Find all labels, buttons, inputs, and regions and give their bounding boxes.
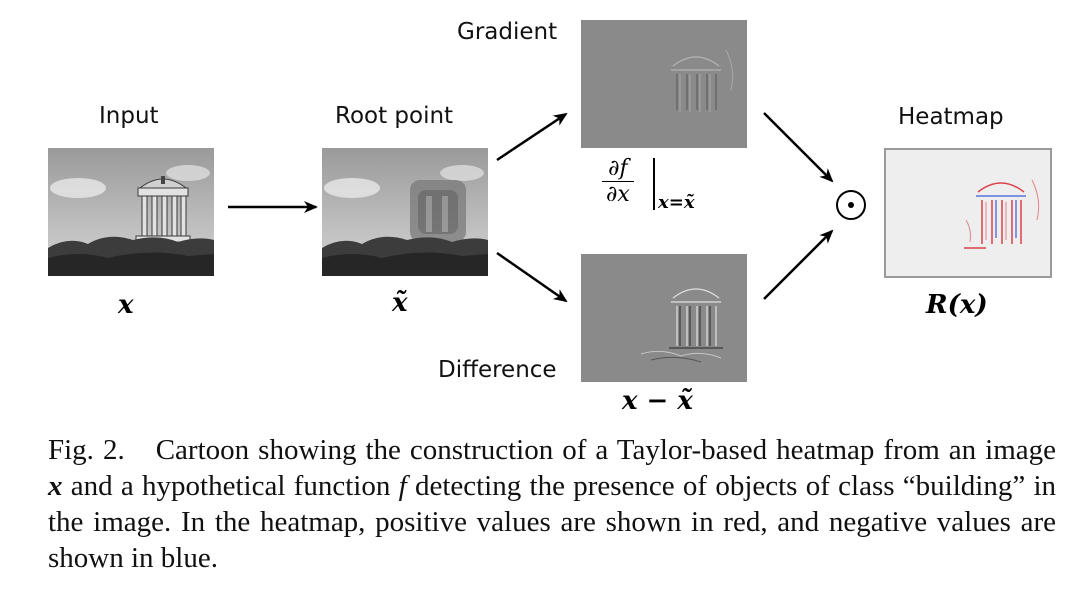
caption-symbol-f: f [398, 470, 407, 502]
arrow-gradient-to-product [763, 112, 834, 183]
figure-caption: Fig. 2. Cartoon showing the construction… [48, 432, 1056, 576]
input-symbol: x [118, 290, 134, 320]
heatmap-label: Heatmap [898, 104, 1004, 130]
heatmap-symbol: R(x) [926, 290, 988, 320]
evaluation-bar [653, 158, 655, 210]
arrow-difference-to-product [763, 229, 834, 300]
gradient-image [581, 20, 747, 148]
difference-image [581, 254, 747, 382]
difference-label: Difference [438, 357, 557, 383]
difference-symbol: x − x̃ [622, 386, 693, 416]
heatmap-image [884, 148, 1052, 278]
root-point-image [322, 148, 488, 276]
gradient-fraction: ∂f ∂x [602, 156, 634, 207]
gradient-evaluation-point: x=x̃ [658, 192, 695, 213]
caption-text-1: Cartoon showing the construction of a Ta… [155, 434, 1057, 466]
figure: Input Root point Gradient Difference Hea… [48, 19, 1052, 416]
root-point-label: Root point [335, 103, 454, 129]
caption-text-3: detecting the presence of objects of cla… [48, 470, 1057, 574]
gradient-denominator: ∂x [606, 182, 630, 207]
elementwise-product-symbol [836, 190, 866, 220]
caption-symbol-x: x [48, 470, 63, 502]
root-point-symbol: x̃ [392, 288, 408, 318]
flow-arrows [228, 112, 834, 303]
gradient-numerator: ∂f [602, 156, 634, 182]
caption-text-2: and a hypothetical function [70, 470, 391, 502]
gradient-label: Gradient [457, 19, 558, 45]
input-label: Input [99, 103, 159, 129]
caption-figure-number: Fig. 2. [48, 434, 125, 466]
arrow-root-to-difference [496, 251, 568, 303]
arrow-root-to-gradient [496, 112, 568, 162]
input-image [48, 148, 214, 276]
